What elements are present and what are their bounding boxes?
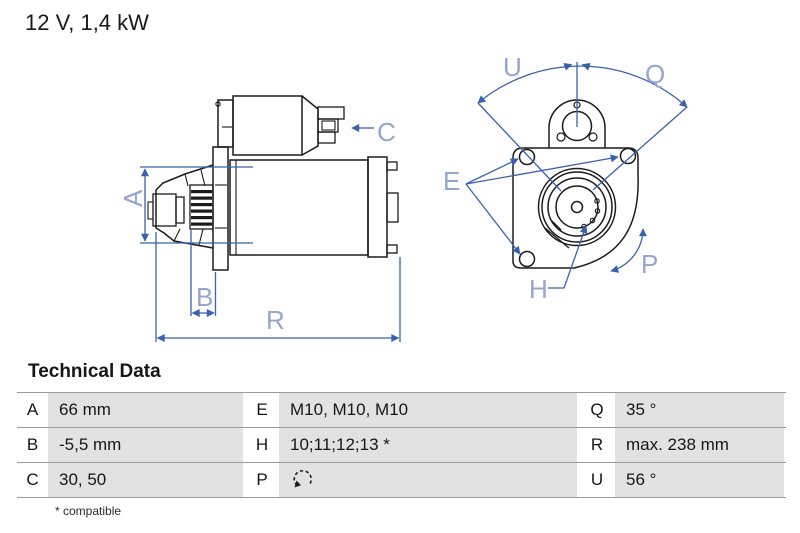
tech-key-r: R bbox=[579, 428, 615, 462]
dim-label-u: U bbox=[503, 52, 522, 82]
technical-data-section: Technical Data A 66 mm E M10, M10, M10 Q… bbox=[0, 361, 800, 518]
tech-key-q: Q bbox=[579, 393, 615, 427]
starter-side-view bbox=[147, 95, 399, 271]
tech-value-a: 66 mm bbox=[48, 393, 245, 427]
tech-key-h: H bbox=[245, 428, 279, 462]
tech-value-u: 56 ° bbox=[615, 463, 786, 497]
table-row: A 66 mm E M10, M10, M10 Q 35 ° bbox=[17, 392, 786, 427]
dim-e-leader-1 bbox=[465, 158, 519, 185]
tech-value-q: 35 ° bbox=[615, 393, 786, 427]
dim-label-q: Q bbox=[645, 59, 665, 89]
dim-e-leader-2 bbox=[465, 154, 619, 185]
front-view-dimensions bbox=[465, 62, 688, 289]
tech-key-e: E bbox=[245, 393, 279, 427]
bolt-hole-bottom-left bbox=[518, 250, 536, 268]
table-row: B -5,5 mm H 10;11;12;13 * R max. 238 mm bbox=[17, 427, 786, 462]
tech-key-a: A bbox=[17, 393, 48, 427]
side-view-dimensions bbox=[140, 124, 401, 342]
tech-key-c: C bbox=[17, 463, 48, 497]
technical-data-heading: Technical Data bbox=[28, 361, 161, 382]
tech-value-r: max. 238 mm bbox=[615, 428, 786, 462]
tech-key-u: U bbox=[579, 463, 615, 497]
tech-value-c: 30, 50 bbox=[48, 463, 245, 497]
page-title: 12 V, 1,4 kW bbox=[25, 10, 149, 35]
dim-label-e: E bbox=[443, 166, 460, 196]
starter-front-view bbox=[512, 99, 639, 269]
dim-h-leader bbox=[548, 225, 588, 289]
tech-key-p: P bbox=[245, 463, 279, 497]
bolt-hole-top-right bbox=[619, 147, 637, 165]
tech-value-b: -5,5 mm bbox=[48, 428, 245, 462]
tech-value-e: M10, M10, M10 bbox=[279, 393, 579, 427]
dim-label-b: B bbox=[196, 282, 213, 312]
pinion-teeth bbox=[191, 190, 212, 226]
rotation-ccw-icon bbox=[293, 470, 313, 488]
technical-drawing: A B R C bbox=[118, 52, 688, 342]
technical-data-table: A 66 mm E M10, M10, M10 Q 35 ° B -5,5 mm… bbox=[17, 392, 786, 498]
table-row: C 30, 50 P U 56 ° bbox=[17, 462, 786, 498]
tech-value-h: 10;11;12;13 * bbox=[279, 428, 579, 462]
tech-value-p bbox=[279, 463, 579, 497]
dim-label-p: P bbox=[641, 249, 658, 279]
tech-key-b: B bbox=[17, 428, 48, 462]
dim-label-a: A bbox=[118, 189, 148, 207]
dim-label-r: R bbox=[266, 305, 285, 335]
dim-p-arrow bbox=[610, 228, 647, 273]
bolt-hole-top-left bbox=[518, 148, 536, 166]
dim-e-leader-3 bbox=[465, 183, 521, 255]
dim-label-h: H bbox=[529, 274, 548, 304]
compatibility-footnote: * compatible bbox=[55, 504, 122, 518]
dim-label-c: C bbox=[377, 117, 396, 147]
